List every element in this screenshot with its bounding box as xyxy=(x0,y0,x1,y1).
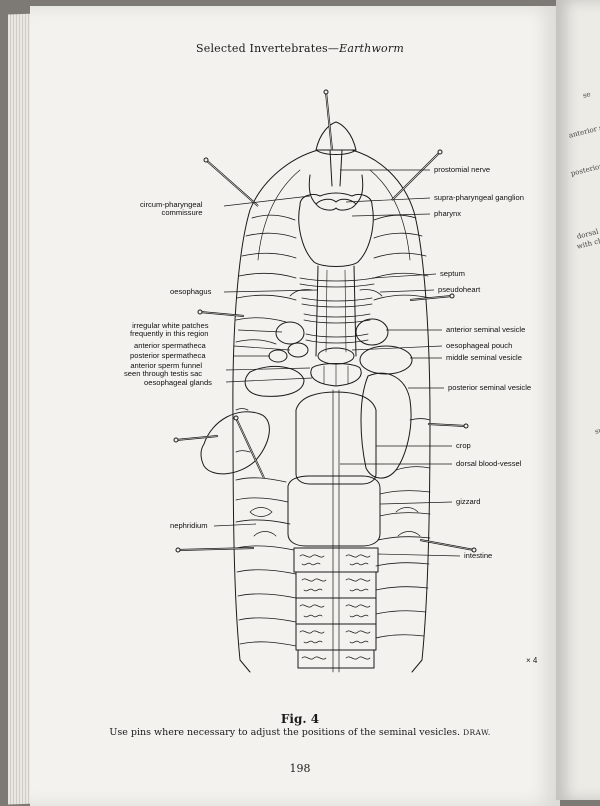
posterior-seminal-vesicle-left-lower xyxy=(200,411,270,475)
oesophageal-glands xyxy=(310,363,362,387)
oesophageal-pouch xyxy=(317,347,355,365)
facing-page-edge: se anterior s posterior dorsal with ch s… xyxy=(556,0,600,800)
oesophagus xyxy=(315,265,357,357)
anterior-spermatheca xyxy=(287,342,309,358)
label-posterior-spermatheca: posterior spermatheca xyxy=(130,351,206,360)
intestine xyxy=(293,547,379,669)
septal-rings xyxy=(299,277,375,344)
pin xyxy=(235,417,265,479)
label-pharynx: pharynx xyxy=(434,209,462,218)
label-oesophagus: oesophagus xyxy=(170,287,212,296)
nephridium xyxy=(249,507,421,537)
septa-right xyxy=(373,214,431,639)
label-anterior-sperm-funnel: anterior sperm funnel seen through testi… xyxy=(124,361,203,379)
label-intestine: intestine xyxy=(464,551,493,560)
crop xyxy=(295,391,377,485)
pin xyxy=(205,159,259,207)
figure-caption: Use pins where necessary to adjust the p… xyxy=(0,727,600,738)
magnification: × 4 xyxy=(526,656,538,665)
posterior-spermatheca xyxy=(268,349,288,363)
header-subject: Earthworm xyxy=(339,42,404,55)
label-pseudoheart: pseudoheart xyxy=(438,285,481,294)
label-crop: crop xyxy=(456,441,471,450)
intestine-texture xyxy=(299,554,371,660)
prostomial-nerve xyxy=(329,149,343,187)
pin xyxy=(409,295,453,301)
circum-pharyngeal-commissure xyxy=(308,174,364,205)
anterior-seminal-vesicle-left xyxy=(275,321,305,345)
label-nephridium: nephridium xyxy=(170,521,208,530)
label-anterior-spermatheca: anterior spermatheca xyxy=(134,341,206,350)
dorsal-blood-vessel xyxy=(332,389,340,673)
leader-lines xyxy=(213,169,461,557)
mouth-cut xyxy=(315,149,357,155)
pin-head xyxy=(173,89,477,553)
label-prostomial-nerve: prostomial nerve xyxy=(434,165,491,174)
label-oesophageal-pouch: oesophageal pouch xyxy=(446,341,513,350)
label-dorsal-blood-vessel: dorsal blood-vessel xyxy=(456,459,522,468)
body-wall-inner-right xyxy=(369,169,411,261)
pin xyxy=(427,423,467,427)
body-wall-inner-left xyxy=(257,169,301,261)
label-posterior-seminal-vesicle: posterior seminal vesicle xyxy=(448,383,532,392)
oesophageal-glands-lobes xyxy=(323,363,349,387)
prostomium xyxy=(315,121,357,151)
caption-instruction: DRAW. xyxy=(463,728,491,737)
pin xyxy=(391,151,441,201)
pin xyxy=(325,91,333,151)
body-wall-left xyxy=(232,149,319,673)
page-number: 198 xyxy=(289,762,311,775)
pharynx xyxy=(298,192,374,267)
figure-title: Fig. 4 xyxy=(280,712,320,726)
pin xyxy=(175,435,219,441)
body-wall-right xyxy=(351,149,431,673)
label-septum: septum xyxy=(440,269,465,278)
dissecting-pins xyxy=(173,89,477,553)
posterior-seminal-vesicle-right xyxy=(360,372,412,479)
oesophagus-inner xyxy=(325,269,347,353)
label-oesophageal-glands: oesophageal glands xyxy=(144,378,212,387)
posterior-seminal-vesicle-left-upper xyxy=(244,366,305,397)
label-middle-seminal-vesicle: middle seminal vesicle xyxy=(446,353,522,362)
label-supra-pharyngeal-ganglion: supra-pharyngeal ganglion xyxy=(434,193,524,202)
supra-pharyngeal-ganglion xyxy=(315,198,357,211)
gizzard xyxy=(287,475,381,547)
pin xyxy=(177,547,255,551)
running-header: Selected Invertebrates—Earthworm xyxy=(0,42,600,55)
label-anterior-seminal-vesicle: anterior seminal vesicle xyxy=(446,325,526,334)
book-page xyxy=(30,6,560,806)
label-circum-pharyngeal-commissure: circum-pharyngeal commissure xyxy=(140,200,203,218)
header-prefix: Selected Invertebrates— xyxy=(196,42,340,55)
label-irregular-white-patches: irregular white patches frequently in th… xyxy=(130,321,209,339)
pin xyxy=(419,539,475,551)
middle-seminal-vesicle xyxy=(359,345,413,375)
pin xyxy=(199,311,245,317)
caption-text: Use pins where necessary to adjust the p… xyxy=(109,727,461,738)
label-gizzard: gizzard xyxy=(456,497,481,506)
anterior-seminal-vesicle-right xyxy=(355,318,389,346)
septa-left xyxy=(235,214,297,647)
